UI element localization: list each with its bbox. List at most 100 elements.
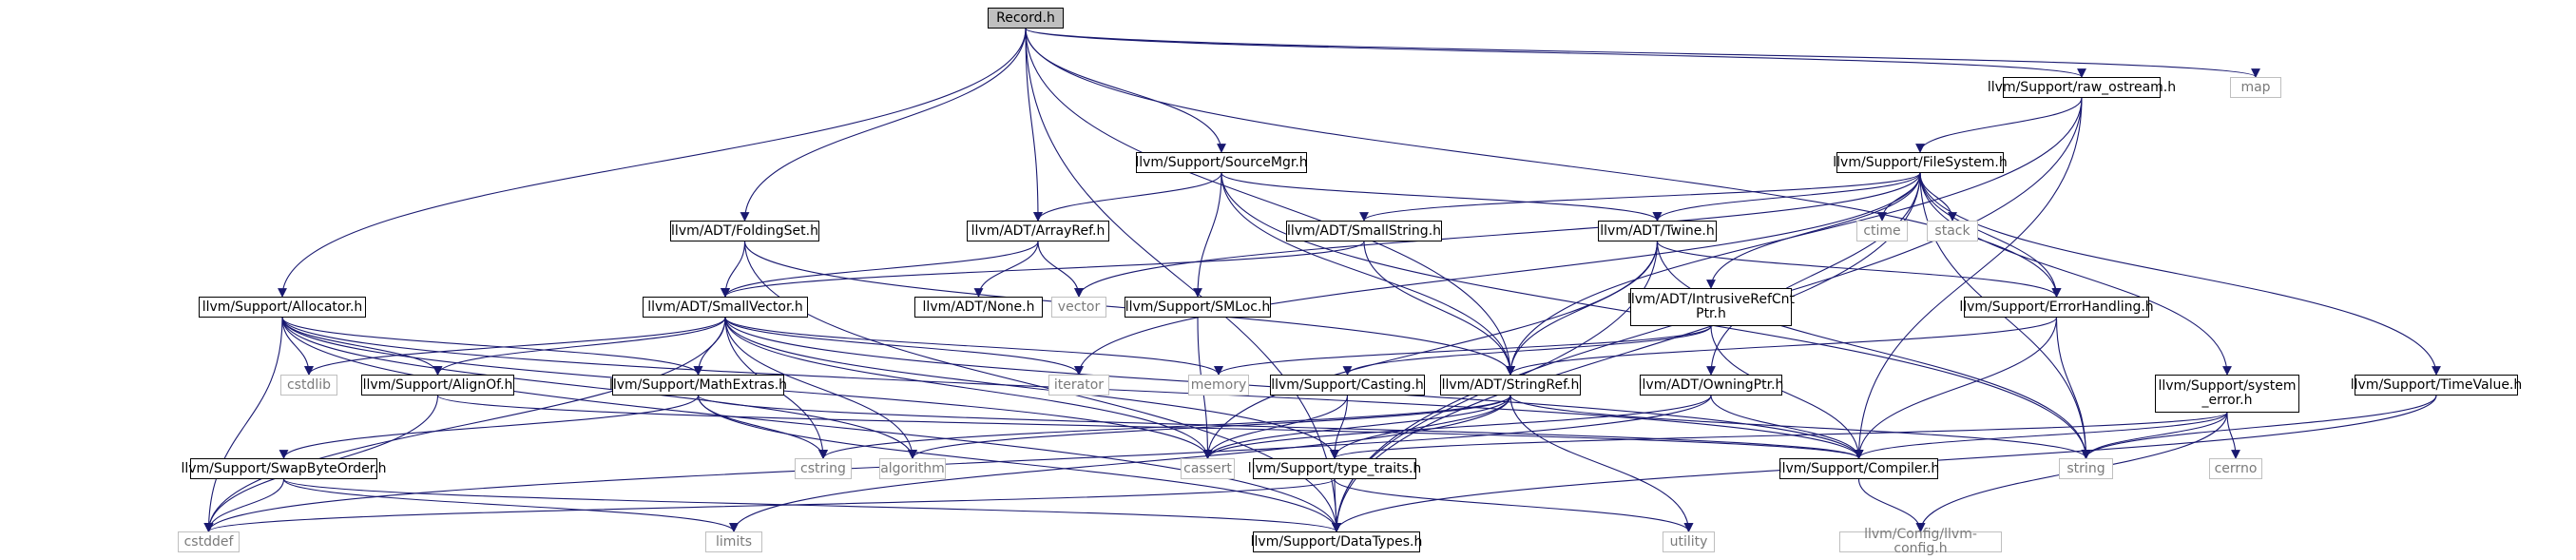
edge-twine-to-string	[1656, 241, 2091, 459]
edge-record-to-foldingset	[740, 28, 1027, 222]
node-label: llvm/ADT/FoldingSet.h	[671, 222, 818, 239]
edge-swapbyteorder-to-datatypes	[282, 478, 1341, 532]
edge-stringref-to-limits	[729, 395, 1511, 532]
node-datatypes[interactable]: llvm/Support/DataTypes.h	[1250, 531, 1423, 552]
node-label: llvm/Support/type_traits.h	[1247, 460, 1422, 476]
node-cstdlib: cstdlib	[280, 375, 337, 396]
node-label: llvm/Support/Casting.h	[1271, 377, 1424, 393]
node-cstring: cstring	[795, 458, 852, 479]
node-label: iterator	[1053, 377, 1105, 393]
node-label: cstddef	[183, 533, 234, 550]
node-label: llvm/Support/ErrorHandling.h	[1959, 299, 2154, 315]
node-none[interactable]: llvm/ADT/None.h	[914, 297, 1043, 318]
edge-owningptr-to-compiler	[1710, 395, 1864, 459]
node-label: ctime	[1863, 222, 1901, 239]
edge-twine-to-cassert	[1202, 241, 1659, 459]
node-filesystem[interactable]: llvm/Support/FileSystem.h	[1833, 152, 2008, 173]
node-cstddef: cstddef	[178, 531, 240, 552]
node-label: cstring	[800, 460, 846, 476]
node-allocator[interactable]: llvm/Support/Allocator.h	[199, 297, 366, 318]
edge-smallvector-to-alignof	[433, 317, 726, 376]
edge-type_traits-to-cstddef	[203, 478, 1336, 532]
node-type-traits[interactable]: llvm/Support/type_traits.h	[1248, 458, 1421, 479]
node-alignof[interactable]: llvm/Support/AlignOf.h	[361, 375, 514, 396]
node-raw-ostream[interactable]: llvm/Support/raw_ostream.h	[1988, 77, 2176, 98]
node-label: string	[2067, 460, 2105, 476]
edge-sourcemgr-to-smloc	[1193, 172, 1222, 298]
edge-sourcemgr-to-arrayref	[1033, 172, 1222, 222]
node-ctime: ctime	[1856, 221, 1908, 241]
node-label: llvm/Support/Compiler.h	[1778, 460, 1940, 476]
edge-allocator-to-mathextras	[281, 317, 703, 376]
node-foldingset[interactable]: llvm/ADT/FoldingSet.h	[670, 221, 819, 241]
node-sourcemgr[interactable]: llvm/Support/SourceMgr.h	[1135, 152, 1308, 173]
edge-sourcemgr-to-stringref	[1221, 172, 1515, 376]
node-smallstring[interactable]: llvm/ADT/SmallString.h	[1286, 221, 1442, 241]
edge-casting-to-cassert	[1202, 395, 1349, 459]
node-twine[interactable]: llvm/ADT/Twine.h	[1598, 221, 1717, 241]
node-errorhandling[interactable]: llvm/Support/ErrorHandling.h	[1959, 297, 2154, 318]
node-casting[interactable]: llvm/Support/Casting.h	[1270, 375, 1425, 396]
node-smallvector[interactable]: llvm/ADT/SmallVector.h	[643, 297, 808, 318]
edge-record-to-raw_ostream	[1025, 28, 2086, 78]
node-stringref[interactable]: llvm/ADT/StringRef.h	[1440, 375, 1581, 396]
edge-stringref-to-utility	[1509, 395, 1694, 532]
edge-compiler-to-llvmconfig	[1857, 478, 1926, 532]
node-label: vector	[1057, 299, 1101, 315]
edge-smallvector-to-algorithm	[724, 317, 917, 459]
edge-sourcemgr-to-twine	[1221, 172, 1663, 222]
edge-system_error-to-type_traits	[1330, 412, 2228, 459]
node-vector: vector	[1051, 297, 1106, 318]
edge-smallvector-to-cstdlib	[304, 317, 726, 376]
edge-type_traits-to-utility	[1334, 478, 1694, 532]
node-label: llvm/Support/Allocator.h	[202, 299, 363, 315]
node-swapbyteorder[interactable]: llvm/Support/SwapByteOrder.h	[181, 458, 387, 479]
node-stack: stack	[1927, 221, 1978, 241]
node-label: llvm/Config/llvm-config.h	[1864, 527, 1977, 556]
edge-stringref-to-algorithm	[908, 395, 1511, 459]
edge-filesystem-to-errorhandling	[1919, 172, 2062, 298]
node-mathextras[interactable]: llvm/Support/MathExtras.h	[609, 375, 787, 396]
node-arrayref[interactable]: llvm/ADT/ArrayRef.h	[967, 221, 1109, 241]
edge-smallvector-to-memory	[724, 317, 1223, 376]
edge-allocator-to-alignof	[281, 317, 443, 376]
edge-intrusive-to-casting	[1342, 325, 1712, 376]
node-label: llvm/Support/SwapByteOrder.h	[181, 460, 387, 476]
edge-intrusive-to-compiler	[1710, 325, 1864, 459]
node-label: llvm/Support/raw_ostream.h	[1987, 79, 2177, 95]
node-iterator: iterator	[1048, 375, 1109, 396]
node-label: llvm/Support/AlignOf.h	[362, 377, 513, 393]
edge-alignof-to-compiler	[436, 395, 1864, 459]
edge-smallvector-to-cassert	[724, 317, 1213, 459]
node-system-error[interactable]: llvm/Support/system _error.h	[2155, 375, 2299, 413]
node-record[interactable]: Record.h	[988, 8, 1064, 29]
node-timevalue[interactable]: llvm/Support/TimeValue.h	[2351, 375, 2522, 396]
node-smloc[interactable]: llvm/Support/SMLoc.h	[1125, 297, 1271, 318]
node-compiler[interactable]: llvm/Support/Compiler.h	[1778, 458, 1940, 479]
node-label: llvm/Support/DataTypes.h	[1250, 533, 1423, 550]
node-label: llvm/ADT/SmallVector.h	[647, 299, 803, 315]
edge-smallvector-to-cstddef	[203, 317, 726, 532]
node-limits: limits	[705, 531, 762, 552]
edge-filesystem-to-twine	[1652, 172, 1921, 222]
edge-twine-to-errorhandling	[1656, 241, 2062, 298]
node-label: algorithm	[880, 460, 945, 476]
node-label: llvm/ADT/SmallString.h	[1286, 222, 1442, 239]
edge-allocator-to-cstddef	[203, 317, 283, 532]
edge-mathextras-to-swapbyteorder	[279, 395, 700, 459]
node-map: map	[2230, 77, 2281, 98]
edge-filesystem-to-timevalue	[1919, 172, 2441, 376]
edge-record-to-errorhandling	[1025, 28, 2062, 298]
edge-errorhandling-to-stringref	[1506, 317, 2058, 376]
node-label: limits	[715, 533, 753, 550]
node-label: Record.h	[996, 10, 1055, 26]
node-intrusiverefcntptr[interactable]: llvm/ADT/IntrusiveRefCnt Ptr.h	[1626, 288, 1796, 326]
edge-smallvector-to-iterator	[724, 317, 1084, 376]
edge-filesystem-to-iterator	[1074, 172, 1921, 376]
node-label: llvm/ADT/IntrusiveRefCnt Ptr.h	[1626, 292, 1796, 321]
edge-mathextras-to-cstring	[697, 395, 828, 459]
node-label: llvm/ADT/Twine.h	[1600, 222, 1715, 239]
node-label: llvm/Support/TimeValue.h	[2350, 377, 2523, 393]
node-owningptr[interactable]: llvm/ADT/OwningPtr.h	[1639, 375, 1783, 396]
node-label: llvm/Support/system _error.h	[2158, 378, 2297, 408]
